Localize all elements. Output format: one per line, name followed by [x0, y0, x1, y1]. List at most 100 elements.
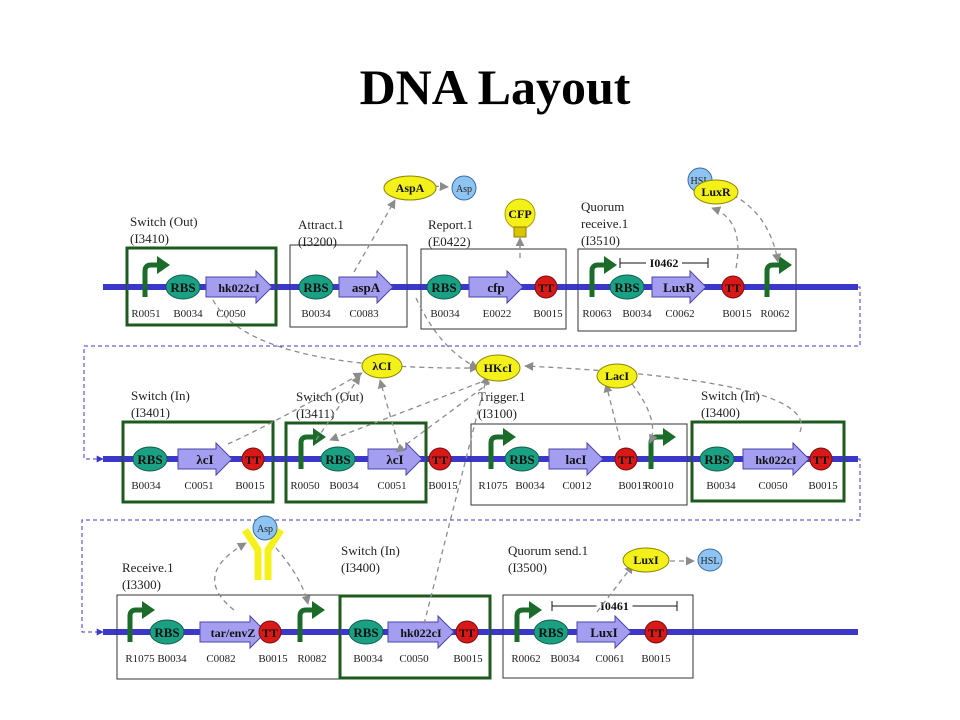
rbs-icon	[298, 274, 334, 300]
strand-continuation-2	[81, 458, 861, 636]
gene-arrow-icon	[338, 269, 394, 305]
part-code-label: C0051	[184, 480, 213, 492]
rbs-label: RBS	[303, 280, 328, 295]
interaction-arrow	[603, 383, 621, 441]
rbs-label: RBS	[137, 452, 162, 467]
terminator-label: TT	[618, 453, 634, 467]
module-1: Switch (Out)(I3410)R0051RBSB0034hk022cIC…	[125, 214, 278, 327]
gene-arrow-icon	[742, 441, 810, 477]
part-code-label: B0034	[329, 480, 359, 492]
terminator-label: TT	[245, 453, 261, 467]
molecule-hkci: HKcI	[475, 354, 521, 382]
terminator-icon	[809, 447, 833, 471]
part-code-label: C0050	[216, 308, 246, 320]
molecule-label: HKcI	[484, 361, 513, 375]
interaction-arrow	[227, 372, 363, 445]
interaction-arrow	[212, 299, 479, 373]
bracket-label: I0462	[650, 256, 679, 270]
gene-label: LuxI	[590, 625, 617, 640]
gene-arrow-icon	[205, 269, 273, 305]
promoter-icon	[298, 434, 315, 469]
part-code-label: C0083	[349, 308, 379, 320]
interaction-arrow	[315, 375, 361, 441]
promoter-icon	[589, 262, 606, 297]
part-code-label: B0015	[641, 653, 671, 665]
gene-arrow-icon	[548, 441, 604, 477]
part-code-label: C0050	[399, 653, 429, 665]
module-7: Trigger.1(I3100)R1075RBSB0034lacIC0012TT…	[470, 389, 688, 506]
part-code-label: C0012	[562, 480, 591, 492]
strand-continuation-1	[83, 286, 861, 463]
terminator-label: TT	[813, 453, 829, 467]
rbs-icon	[320, 446, 356, 472]
rbs-icon	[504, 446, 540, 472]
module-name: Switch (In)	[701, 388, 760, 403]
rbs-label: RBS	[353, 625, 378, 640]
part-code-label: B0034	[515, 480, 545, 492]
part-code-label: R0062	[760, 308, 789, 320]
part-code-label: E0022	[483, 308, 512, 320]
module-name: Switch (In)	[341, 543, 400, 558]
molecule-label: λCI	[372, 359, 392, 373]
module-11: Quorum send.1(I3500)I0461R0062RBSB0034Lu…	[502, 543, 694, 679]
module-id: (I3500)	[508, 560, 547, 575]
part-code-label: R0050	[290, 480, 320, 492]
part-code-label: B0034	[157, 653, 187, 665]
molecule-label: Asp	[257, 524, 273, 535]
part-code-label: C0062	[665, 308, 694, 320]
promoter-arrowhead-icon	[312, 601, 325, 619]
gene-label: tar/envZ	[211, 626, 256, 640]
gene-label: LuxR	[663, 280, 695, 295]
rbs-icon	[348, 619, 384, 645]
module-name: Switch (Out)	[296, 389, 364, 404]
protein-icon	[383, 175, 437, 201]
terminator-icon	[455, 620, 479, 644]
part-code-label: B0015	[618, 480, 648, 492]
gene-label: λcI	[386, 452, 403, 467]
part-code-label: B0034	[173, 308, 203, 320]
part-code-label: B0015	[453, 653, 483, 665]
terminator-label: TT	[648, 626, 664, 640]
interaction-arrow	[711, 206, 739, 269]
interaction-arrow	[353, 199, 396, 273]
promoter-icon	[514, 607, 531, 642]
interaction-arrow	[631, 383, 658, 444]
terminator-icon	[534, 275, 558, 299]
module-5: Switch (In)(I3401)RBSB0034λcIC0051TTB001…	[121, 388, 275, 504]
rbs-icon	[699, 446, 735, 472]
module-name: Switch (In)	[131, 388, 190, 403]
molecule-laci: LacI	[596, 363, 638, 389]
molecule-λci: λCI	[361, 353, 403, 379]
terminator-icon	[241, 447, 265, 471]
module-id: (I3400)	[701, 405, 740, 420]
promoter-arrowhead-icon	[313, 428, 326, 446]
cfp-label: CFP	[508, 207, 531, 221]
protein-icon	[361, 353, 403, 379]
terminator-label: TT	[459, 626, 475, 640]
promoter-arrowhead-icon	[503, 428, 516, 446]
rbs-icon	[132, 446, 168, 472]
interaction-arrow	[214, 542, 247, 611]
rbs-label: RBS	[325, 452, 350, 467]
molecule-label: LuxR	[701, 185, 731, 199]
rbs-icon	[609, 274, 645, 300]
rbs-icon	[165, 274, 201, 300]
part-code-label: B0015	[258, 653, 288, 665]
protein-icon	[475, 354, 521, 382]
small-molecule-icon	[697, 548, 723, 572]
interaction-arrow	[329, 375, 498, 442]
gene-arrow-icon	[468, 269, 524, 305]
gene-label: hk022cI	[400, 626, 442, 640]
molecule-label: HSL	[701, 556, 720, 567]
module-10: Switch (In)(I3400)RBSB0034hk022cIC0050TT…	[338, 543, 492, 680]
terminator-label: TT	[725, 281, 741, 295]
interaction-arrow	[732, 194, 782, 263]
terminator-icon	[644, 620, 668, 644]
module-8: Switch (In)(I3400)RBSB0034hk022cIC0050TT…	[690, 388, 846, 503]
rbs-icon	[149, 619, 185, 645]
interaction-arrow	[415, 297, 479, 369]
module-name: Trigger.1	[478, 389, 526, 404]
protein-icon	[622, 547, 670, 573]
module-id: (I3410)	[130, 231, 169, 246]
